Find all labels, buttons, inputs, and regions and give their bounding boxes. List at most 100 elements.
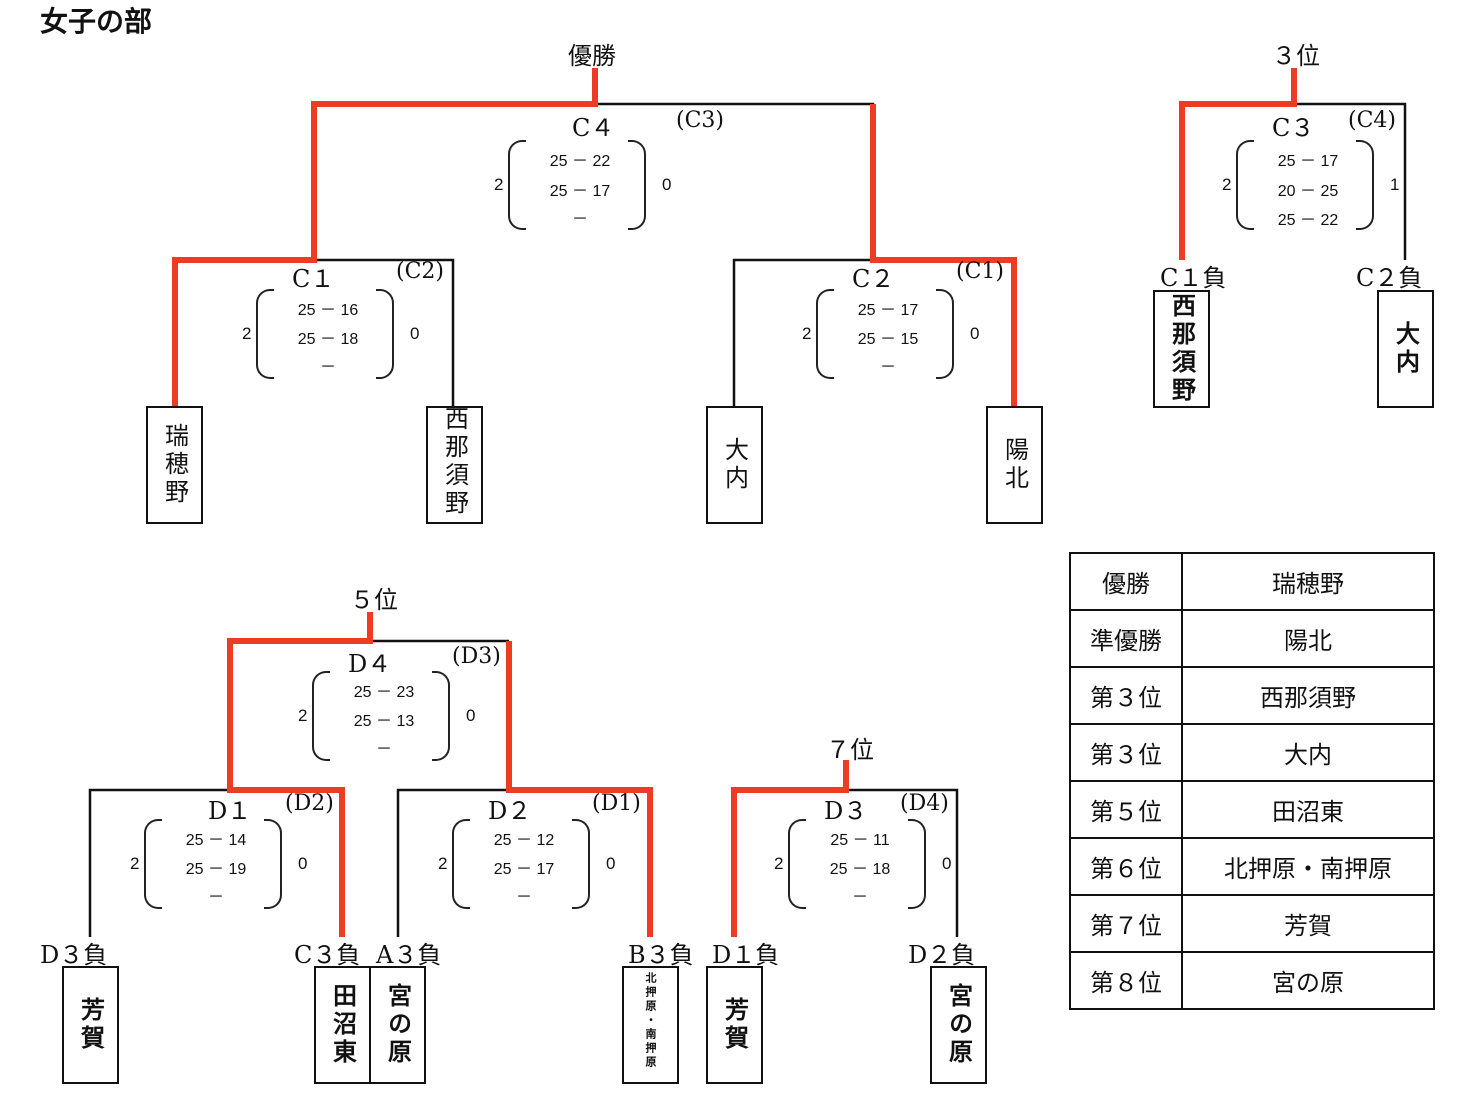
match-c1: C１ bbox=[292, 265, 335, 293]
team-name: 大内 bbox=[720, 437, 749, 493]
match-c2: C２ bbox=[852, 265, 895, 293]
d2-left-sets: 2 bbox=[438, 854, 448, 873]
seed-c2: (C2) bbox=[396, 259, 444, 284]
rank-cell: 第３位 bbox=[1069, 723, 1183, 782]
d1-left-sets: 2 bbox=[130, 854, 140, 873]
paren-right bbox=[432, 671, 450, 761]
score: 25 － 23 bbox=[353, 684, 415, 701]
third-label: ３位 bbox=[1272, 42, 1320, 70]
rank-cell: 第７位 bbox=[1069, 894, 1183, 953]
team-box: 大内 bbox=[706, 406, 763, 524]
team-cell: 田沼東 bbox=[1181, 780, 1435, 839]
team-cell: 西那須野 bbox=[1181, 666, 1435, 725]
paren-left bbox=[256, 289, 274, 379]
score: 25 － 17 bbox=[1277, 153, 1339, 170]
results-table: 優勝瑞穂野 準優勝陽北 第３位西那須野 第３位大内 第５位田沼東 第６位北押原・… bbox=[1069, 552, 1435, 1010]
score: 25 － 22 bbox=[549, 153, 611, 170]
seed-d2: (D2) bbox=[285, 791, 334, 816]
match-d3: D３ bbox=[824, 797, 868, 825]
table-row: 第３位大内 bbox=[1069, 723, 1435, 782]
d2-right-sets: 0 bbox=[606, 854, 616, 873]
seed-d4: (D4) bbox=[900, 791, 949, 816]
fifth-left-sets: 2 bbox=[298, 706, 308, 725]
third-left-sets: 2 bbox=[1222, 175, 1232, 194]
winner-line-fifth-right bbox=[506, 641, 653, 937]
score: 25 － 18 bbox=[829, 861, 891, 878]
score: － bbox=[207, 889, 224, 906]
team-cell: 芳賀 bbox=[1181, 894, 1435, 953]
table-row: 第８位宮の原 bbox=[1069, 951, 1435, 1010]
team-box: 西那須野 bbox=[1153, 290, 1210, 408]
match-d4: D４ bbox=[348, 650, 392, 678]
score: 25 － 17 bbox=[549, 183, 611, 200]
team-box: 宮の原 bbox=[930, 966, 987, 1084]
team-name: 陽北 bbox=[1000, 437, 1029, 493]
team-cell: 北押原・南押原 bbox=[1181, 837, 1435, 896]
paren-left bbox=[788, 819, 806, 909]
line-third-right bbox=[1294, 102, 1407, 260]
rank-cell: 第６位 bbox=[1069, 837, 1183, 896]
fifth-label: ５位 bbox=[350, 586, 398, 614]
score: － bbox=[851, 889, 868, 906]
match-c3: C３ bbox=[1272, 114, 1315, 142]
score: 25 － 13 bbox=[353, 713, 415, 730]
team-box: 大内 bbox=[1377, 290, 1434, 408]
team-cell: 陽北 bbox=[1181, 609, 1435, 668]
source-label: C３負 bbox=[294, 941, 361, 969]
score: 25 － 11 bbox=[830, 832, 890, 849]
score: 25 － 19 bbox=[185, 861, 247, 878]
score: － bbox=[375, 741, 392, 758]
paren-left bbox=[452, 819, 470, 909]
team-name: 田沼東 bbox=[328, 983, 357, 1067]
source-label: D３負 bbox=[40, 941, 108, 969]
team-box: 田沼東 bbox=[314, 966, 371, 1084]
match-d1: D１ bbox=[208, 797, 252, 825]
source-label: C２負 bbox=[1356, 264, 1423, 292]
score: 25 － 16 bbox=[297, 302, 359, 319]
team-box: 陽北 bbox=[986, 406, 1043, 524]
table-row: 第５位田沼東 bbox=[1069, 780, 1435, 839]
score: 20 － 25 bbox=[1277, 183, 1339, 200]
c2-right-sets: 0 bbox=[970, 324, 980, 343]
winner-line-fifth bbox=[227, 612, 373, 937]
score: － bbox=[879, 359, 896, 376]
paren-left bbox=[144, 819, 162, 909]
seed-c1: (C1) bbox=[956, 259, 1004, 284]
team-name: 瑞穂野 bbox=[160, 423, 189, 507]
paren-right bbox=[376, 289, 394, 379]
source-label: A３負 bbox=[376, 941, 442, 969]
team-cell: 宮の原 bbox=[1181, 951, 1435, 1010]
line-c1-right bbox=[314, 258, 455, 408]
seed-c3: (C3) bbox=[676, 108, 724, 133]
seventh-left-sets: 2 bbox=[774, 854, 784, 873]
paren-left bbox=[508, 140, 526, 230]
score: － bbox=[319, 359, 336, 376]
final-label: 優勝 bbox=[568, 42, 616, 70]
score: － bbox=[515, 889, 532, 906]
seed-c4: (C4) bbox=[1348, 108, 1396, 133]
team-name: 大内 bbox=[1391, 321, 1420, 377]
team-box: 芳賀 bbox=[62, 966, 119, 1084]
team-box: 北押原・南押原 bbox=[622, 966, 679, 1084]
seventh-label: ７位 bbox=[826, 736, 874, 764]
d1-right-sets: 0 bbox=[298, 854, 308, 873]
team-name: 西那須野 bbox=[1167, 293, 1196, 405]
team-cell: 瑞穂野 bbox=[1181, 552, 1435, 611]
page-title: 女子の部 bbox=[40, 5, 153, 38]
line-d1-left bbox=[88, 788, 230, 937]
table-row: 第３位西那須野 bbox=[1069, 666, 1435, 725]
line-c2-left bbox=[732, 258, 873, 408]
score: 25 － 22 bbox=[1277, 212, 1339, 229]
score: 25 － 15 bbox=[857, 331, 919, 348]
team-box: 瑞穂野 bbox=[146, 406, 203, 524]
paren-right bbox=[628, 140, 646, 230]
winner-line-seventh bbox=[731, 760, 849, 937]
winner-line-runnerup bbox=[870, 104, 1017, 408]
c1-right-sets: 0 bbox=[410, 324, 420, 343]
source-label: D１負 bbox=[712, 941, 780, 969]
match-d2: D２ bbox=[488, 797, 532, 825]
rank-cell: 準優勝 bbox=[1069, 609, 1183, 668]
table-row: 第７位芳賀 bbox=[1069, 894, 1435, 953]
paren-right bbox=[264, 819, 282, 909]
